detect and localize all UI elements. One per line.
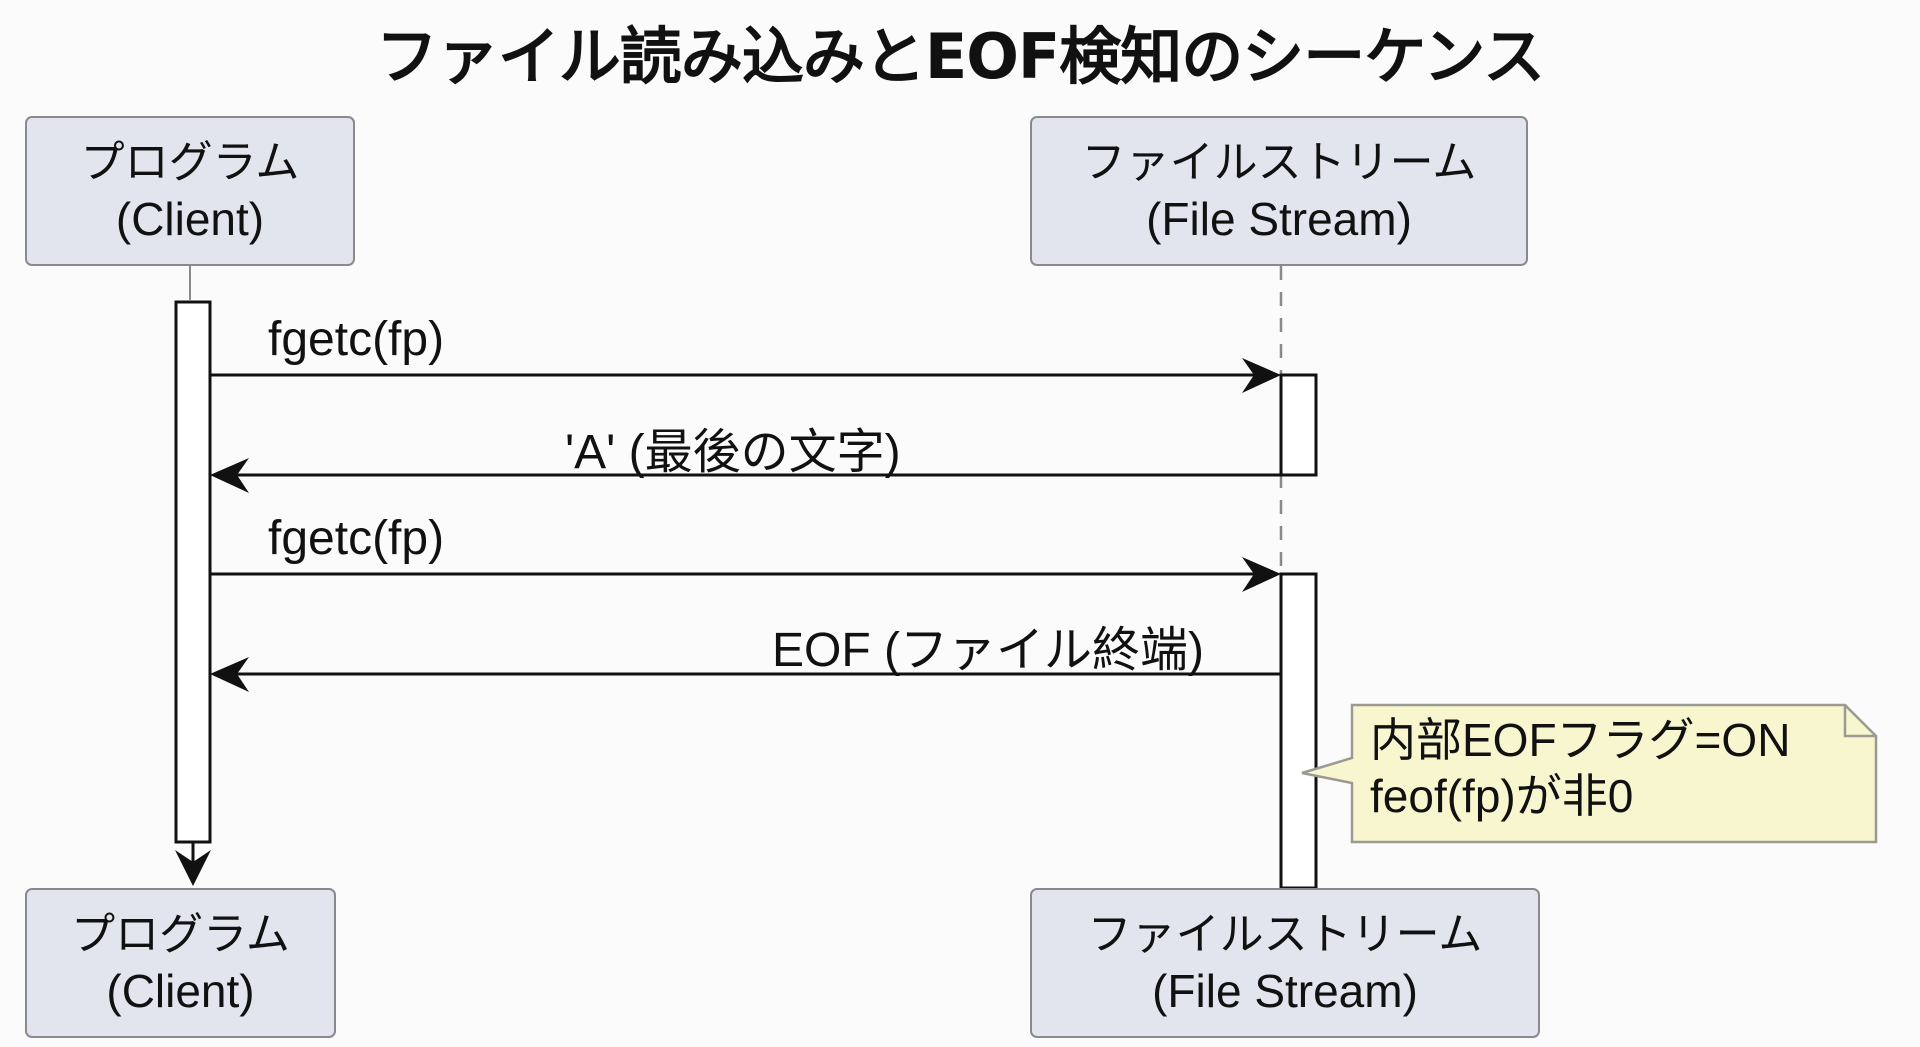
arrowhead-4 [210, 657, 249, 692]
activation-bar-client [174, 300, 212, 844]
note-text: 内部EOFフラグ=ON feof(fp)が非0 [1370, 712, 1790, 824]
note-line-2: feof(fp)が非0 [1370, 770, 1634, 822]
participant-client-bottom: プログラム (Client) [25, 888, 336, 1038]
activation-bar-stream-2 [1279, 572, 1318, 890]
participant-stream-role: (File Stream) [1152, 965, 1418, 1017]
message-label-4: EOF (ファイル終端) [772, 624, 1204, 677]
diagram-title: ファイル読み込みとEOF検知のシーケンス [375, 20, 1545, 93]
note-line-1: 内部EOFフラグ=ON [1370, 714, 1791, 766]
arrowhead-3 [1242, 557, 1281, 592]
activation-bar-stream-1 [1279, 373, 1318, 477]
participant-stream-role: (File Stream) [1146, 193, 1412, 245]
participant-client-role: (Client) [106, 965, 255, 1017]
participant-stream-top: ファイルストリーム (File Stream) [1030, 116, 1528, 266]
message-label-1: fgetc(fp) [268, 313, 445, 366]
participant-stream-bottom: ファイルストリーム (File Stream) [1030, 888, 1540, 1038]
participant-client-name: プログラム [71, 909, 290, 960]
note-fold-corner [1843, 705, 1876, 738]
arrowhead-2 [210, 458, 249, 493]
message-label-2: 'A' (最後の文字) [565, 426, 901, 479]
participant-stream-name: ファイルストリーム [1087, 909, 1483, 960]
note-box [1301, 703, 1878, 844]
arrowhead-client-end [175, 850, 211, 886]
participant-client-role: (Client) [115, 193, 265, 245]
message-label-3: fgetc(fp) [268, 512, 445, 565]
participant-stream-name: ファイルストリーム [1081, 137, 1477, 188]
participant-client-name: プログラム [80, 137, 300, 188]
arrowhead-1 [1242, 358, 1281, 393]
participant-client-top: プログラム (Client) [25, 116, 355, 266]
